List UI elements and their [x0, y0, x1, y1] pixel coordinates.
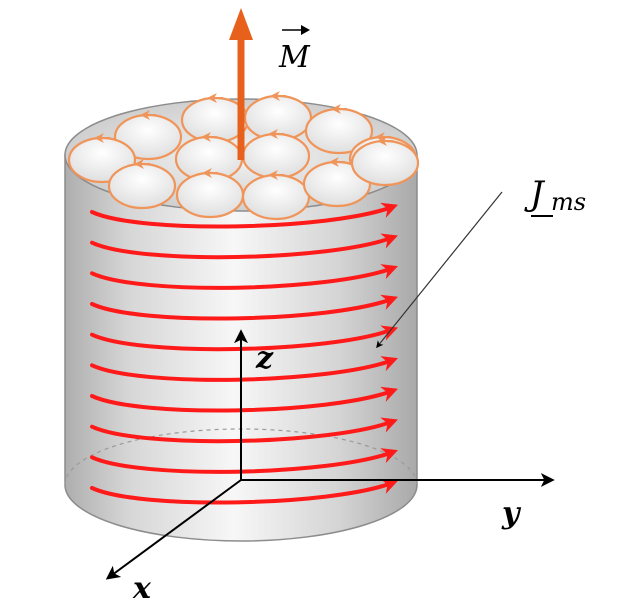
current-loop: [107, 159, 177, 210]
surface-current-bands: [90, 202, 399, 505]
current-loop: [350, 136, 420, 187]
current-loop: [175, 168, 245, 219]
current-loop: [241, 170, 311, 221]
current-symbol: J: [524, 174, 546, 214]
surface-current-band: [90, 233, 399, 260]
surface-current-band: [90, 356, 399, 382]
surface-current-band: [90, 202, 399, 229]
surface-current-band: [90, 417, 399, 444]
vector-arrow-head: [301, 25, 310, 35]
magnetization-arrow: [229, 8, 253, 160]
surface-current-band: [90, 264, 399, 290]
current-loop: [302, 157, 372, 208]
surface-current-band: [90, 386, 399, 413]
x-axis-label: x: [132, 571, 152, 606]
surface-current-band: [90, 478, 399, 505]
current-label: J ms: [524, 174, 586, 217]
z-axis-label: z: [255, 341, 274, 376]
magnetization-label: M: [278, 25, 311, 75]
current-subscript: ms: [551, 188, 586, 216]
magnetization-symbol: M: [278, 40, 311, 75]
surface-current-band: [90, 325, 399, 352]
current-pointer-line: [376, 191, 503, 349]
current-loop: [113, 110, 183, 161]
surface-current-band: [90, 448, 399, 474]
surface-current-band: [90, 294, 399, 321]
top-current-loops: [67, 91, 420, 221]
y-axis-label: y: [501, 496, 522, 531]
coordinate-axes: [105, 329, 555, 580]
current-loop: [241, 129, 311, 180]
x-axis: [105, 479, 242, 580]
current-loop: [304, 104, 374, 155]
